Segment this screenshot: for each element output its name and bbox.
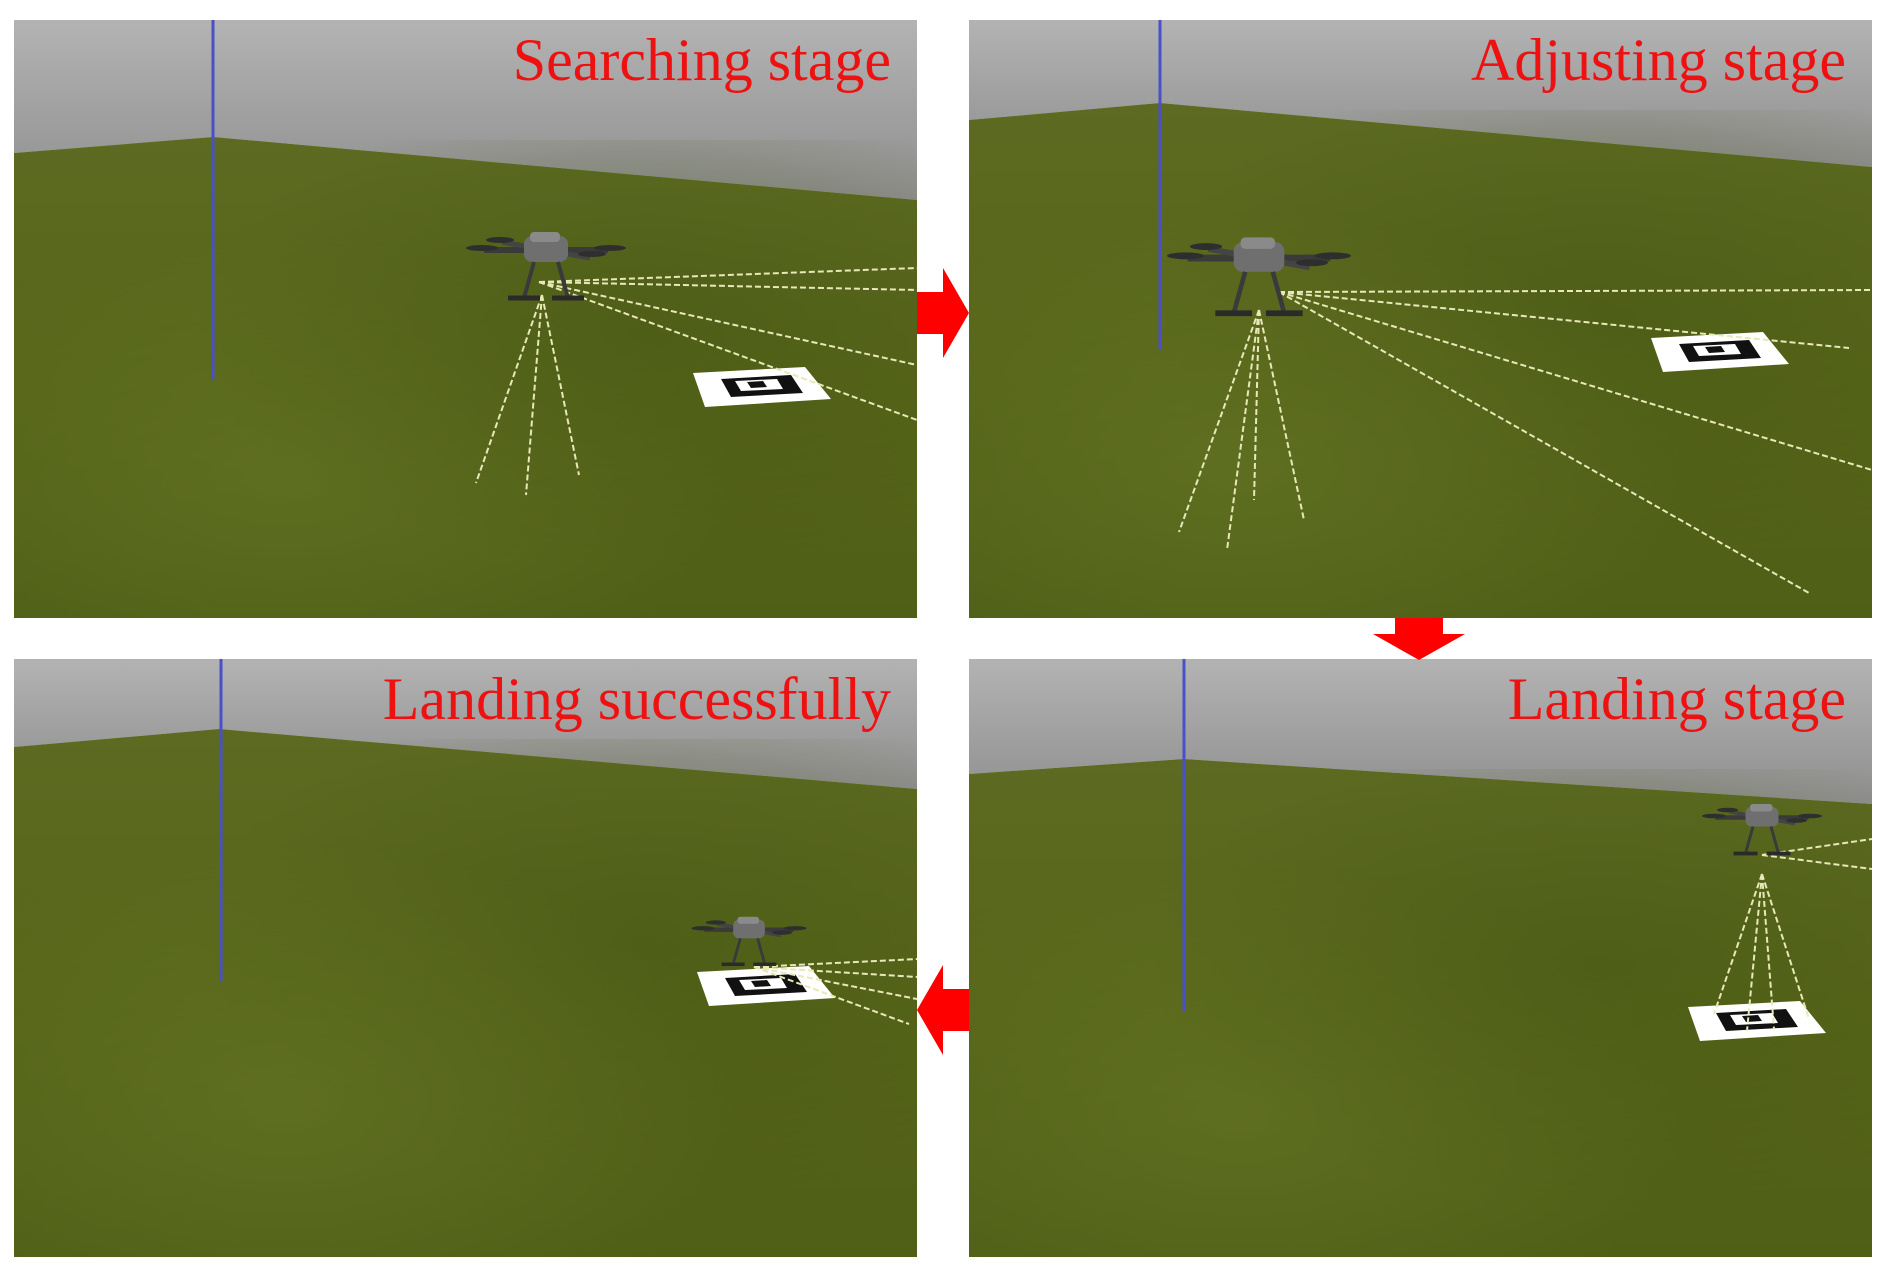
- sensor-rays: [1713, 838, 1872, 1032]
- stage-label: Adjusting stage: [1471, 27, 1846, 93]
- panel-landing-stage: Landing stage: [969, 659, 1872, 1257]
- stage-label: Searching stage: [512, 27, 891, 93]
- sensor-rays: [1178, 289, 1872, 594]
- sensor-rays: [753, 958, 917, 1025]
- arrow-left-icon: [917, 965, 969, 1055]
- sensor-rays: [475, 267, 917, 496]
- arrow-down-icon: [1373, 618, 1465, 660]
- simulation-scene: [969, 20, 1872, 618]
- simulation-scene: [14, 20, 917, 618]
- panel-adjusting-stage: Adjusting stage: [969, 20, 1872, 618]
- simulation-scene: [969, 659, 1872, 1257]
- panel-searching-stage: Searching stage: [14, 20, 917, 618]
- simulation-scene: [14, 659, 917, 1257]
- arrow-right-icon: [917, 268, 969, 358]
- panel-landing-successfully: Landing successfully: [14, 659, 917, 1257]
- stage-label: Landing stage: [1507, 666, 1846, 732]
- stage-label: Landing successfully: [382, 666, 891, 732]
